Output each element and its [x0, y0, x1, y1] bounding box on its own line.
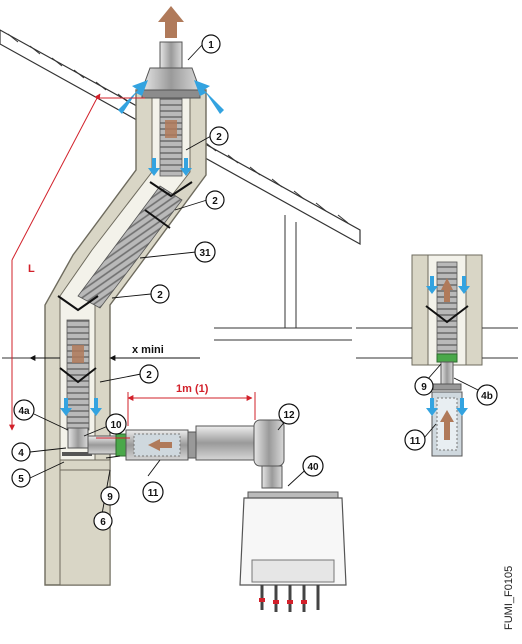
drawing-code: FUMI_F0105: [503, 566, 515, 630]
callout-2: 2: [212, 196, 218, 207]
length-label: L: [28, 263, 35, 275]
callout-1: 1: [208, 40, 214, 51]
x-mini-label: x mini: [132, 344, 164, 356]
callout-4b: 4b: [481, 391, 493, 402]
air-intake-arrows: [60, 80, 224, 416]
callout-5: 5: [18, 474, 24, 485]
callout-11: 11: [410, 436, 421, 447]
flexible-flue-liner: [57, 95, 193, 431]
boiler: [239, 491, 347, 612]
callout-4a: 4a: [18, 406, 30, 417]
smoke-out-arrow: [158, 6, 184, 38]
callout-6: 6: [100, 517, 106, 528]
inset-detail: [356, 254, 518, 457]
callout-9: 9: [107, 492, 113, 503]
callout-circles: [11, 34, 498, 531]
one-meter-label: 1m (1): [176, 383, 209, 395]
callout-leaders: [29, 43, 479, 515]
terminal-cap: [141, 41, 201, 99]
callout-10: 10: [110, 420, 122, 431]
callout-11: 11: [148, 488, 159, 499]
callout-12: 12: [283, 410, 295, 421]
callout-numbers: 1 2 2 31 2 2 4a 10 4 5 9 6 11 12 40 9 4b…: [18, 40, 493, 528]
callout-2: 2: [216, 132, 222, 143]
callout-2: 2: [146, 370, 152, 381]
callout-9: 9: [421, 382, 427, 393]
callout-4: 4: [18, 448, 24, 459]
callout-31: 31: [199, 248, 211, 259]
bottom-adapter: [62, 419, 285, 489]
callout-40: 40: [307, 462, 319, 473]
dimension-lines: [9, 93, 256, 439]
callout-2: 2: [157, 290, 163, 301]
